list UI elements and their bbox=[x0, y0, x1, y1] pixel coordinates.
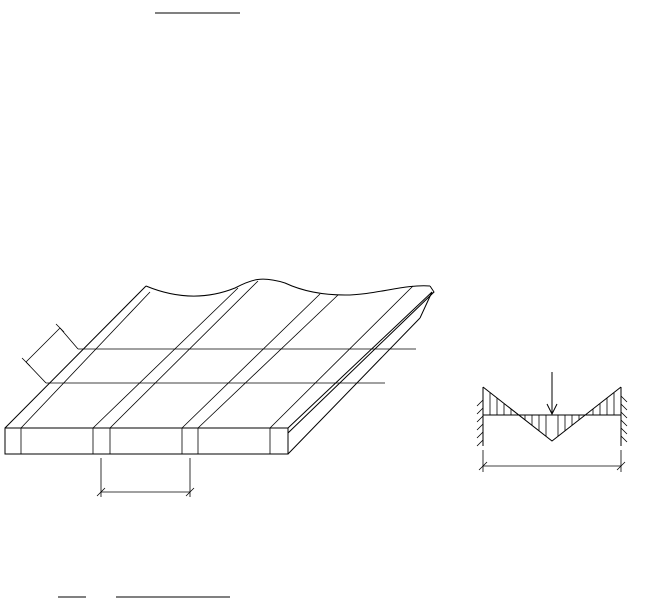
dim-tick bbox=[55, 323, 65, 333]
load-arrow-head bbox=[546, 403, 558, 416]
right-support-hatch bbox=[620, 395, 628, 443]
slab-right-corner bbox=[287, 285, 435, 434]
dim-tick bbox=[96, 487, 106, 497]
slab-left-edge bbox=[4, 285, 147, 429]
strip-line bbox=[181, 293, 321, 429]
dim-tick bbox=[21, 357, 31, 367]
slab-drawing bbox=[4, 278, 435, 497]
moment-diagram bbox=[482, 386, 622, 442]
dim-tick bbox=[478, 461, 488, 471]
slab-side-top bbox=[287, 291, 433, 429]
strip-line bbox=[92, 287, 239, 429]
strip-line bbox=[20, 291, 151, 429]
strip-line bbox=[109, 280, 259, 429]
slab-wavy-edge bbox=[145, 278, 431, 297]
dim-oblique-line bbox=[25, 327, 61, 363]
slab-side-bottom bbox=[287, 317, 421, 455]
slab-side-corner bbox=[419, 291, 433, 319]
dim-tick bbox=[185, 487, 195, 497]
dim-tick bbox=[616, 461, 626, 471]
moment-hatch bbox=[489, 393, 615, 436]
strip-line bbox=[197, 294, 339, 429]
beam-diagram bbox=[476, 372, 628, 472]
left-support-hatch bbox=[476, 399, 484, 447]
strip-line bbox=[269, 285, 414, 429]
slab-front-face bbox=[4, 427, 289, 455]
